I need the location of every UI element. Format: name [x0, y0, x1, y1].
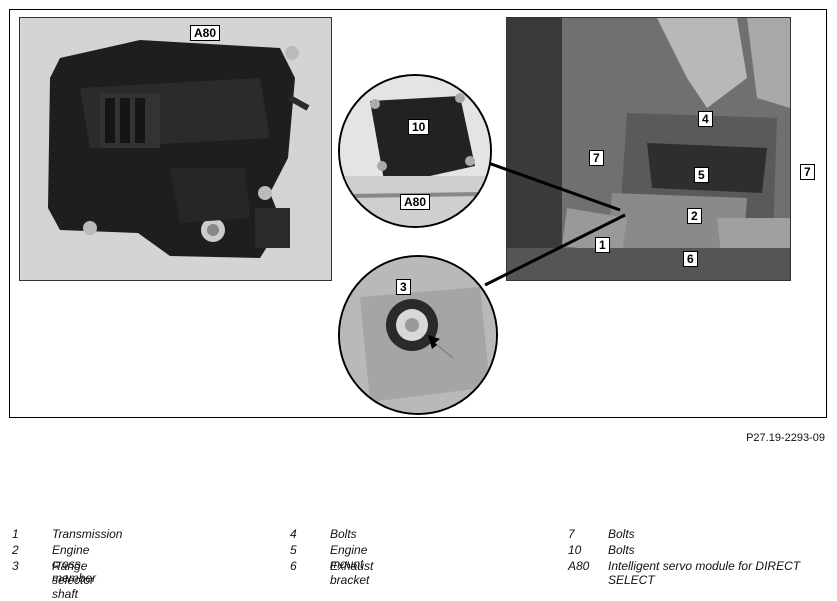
- legend-number: 7: [568, 527, 575, 541]
- callout-a80-main: A80: [190, 25, 221, 41]
- legend-text: Bolts: [608, 543, 635, 557]
- inset-circle-range-selector: 3: [338, 255, 498, 415]
- leader-line-top: [479, 158, 621, 212]
- callout-5: 5: [694, 167, 709, 183]
- legend-number: 1: [12, 527, 19, 541]
- legend-text: Engine mount: [330, 543, 368, 571]
- legend-text: Bolts: [330, 527, 357, 541]
- callout-2: 2: [687, 208, 702, 224]
- callout-7-right-outer: 7: [800, 164, 815, 180]
- callout-7-left: 7: [589, 150, 604, 166]
- callout-1: 1: [595, 237, 610, 253]
- legend-number: 5: [290, 543, 297, 557]
- legend-number: 10: [568, 543, 582, 557]
- vehicle-underside-photo: 4 5 2 1 6 7 7: [506, 17, 791, 281]
- legend-number: 2: [12, 543, 19, 557]
- inset-circle-bolts: 10 A80: [338, 74, 492, 228]
- legend-text: Bolts: [608, 527, 635, 541]
- leader-line-bottom: [484, 213, 626, 287]
- legend-text: Range selector shaft: [52, 559, 95, 601]
- legend-number: 4: [290, 527, 297, 541]
- legend-text: Transmission: [52, 527, 123, 541]
- legend-text: Intelligent servo module for DIRECT SELE…: [608, 559, 801, 587]
- legend-number: 6: [290, 559, 297, 573]
- callout-a80-inset: A80: [400, 194, 431, 210]
- figure-reference-code: P27.19-2293-09: [746, 432, 825, 444]
- servo-module-photo: A80: [19, 17, 332, 281]
- legend-text: Engine cross member: [52, 543, 97, 585]
- legend-number: 3: [12, 559, 19, 573]
- callout-10: 10: [408, 119, 430, 135]
- legend-item: A80 Intelligent servo module for DIRECT …: [568, 559, 828, 591]
- figure-frame: A80 4 5 2 1 6 7 7 7: [9, 9, 827, 418]
- legend-number: A80: [568, 559, 590, 573]
- leader-lines: [479, 158, 626, 287]
- callout-6: 6: [683, 251, 698, 267]
- callout-4: 4: [698, 111, 713, 127]
- legend-text: Exhaust bracket: [330, 559, 374, 587]
- callout-3: 3: [396, 279, 411, 295]
